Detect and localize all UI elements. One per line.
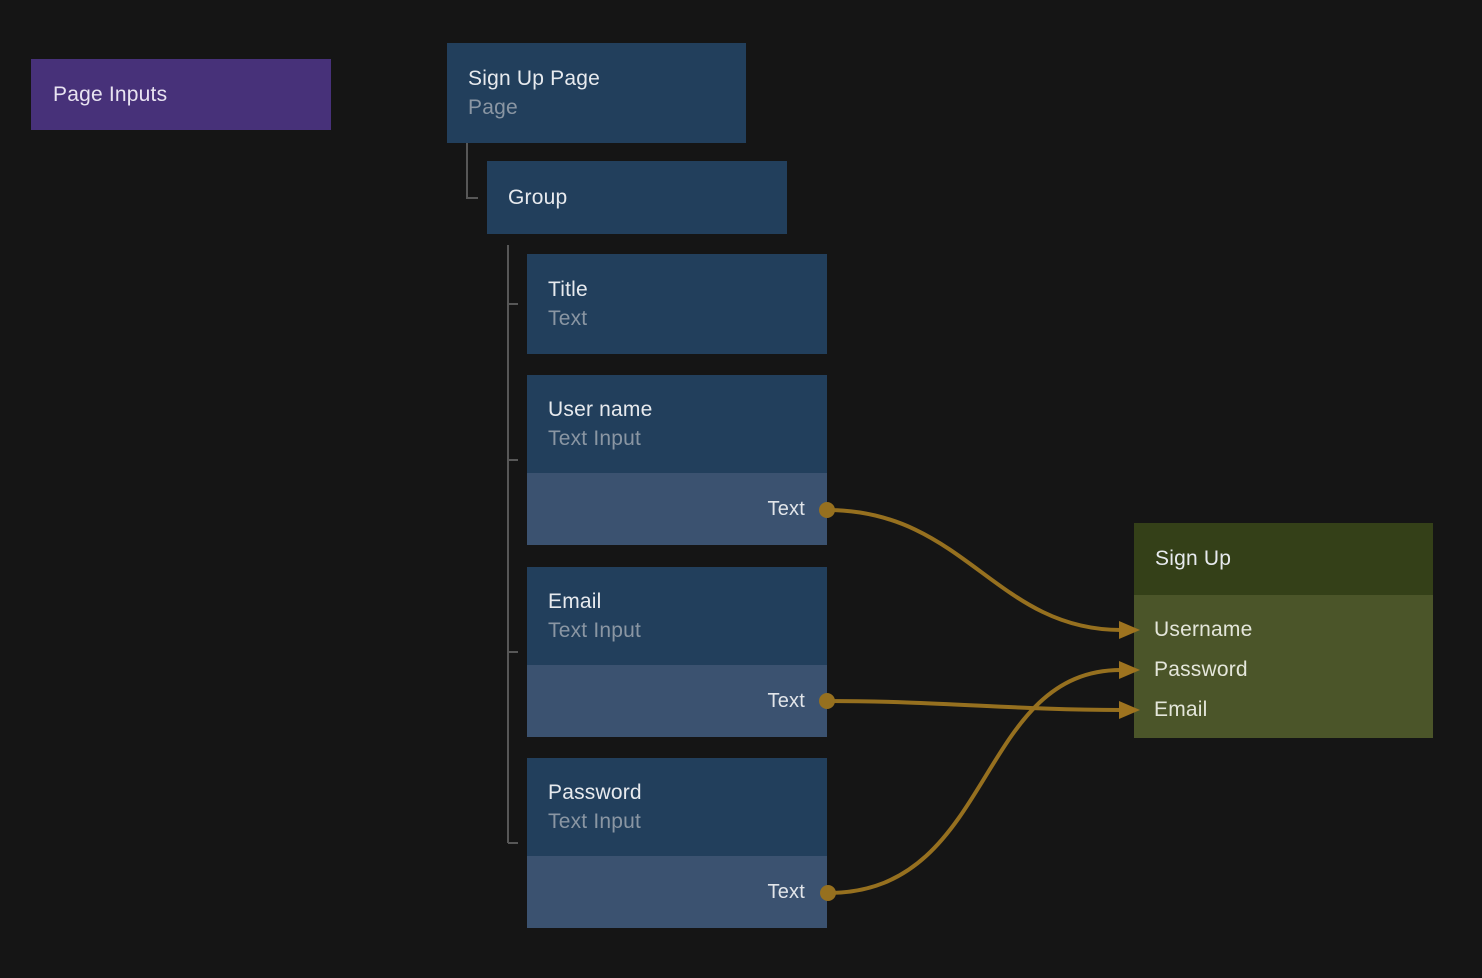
wire-email-text-to-signup-email[interactable]: [826, 699, 1122, 712]
node-title: User name: [548, 398, 653, 421]
node-group[interactable]: Group: [487, 161, 787, 234]
node-title: Group: [508, 185, 568, 209]
node-title: Title: [548, 278, 588, 301]
node-title: Sign Up Page: [468, 67, 600, 90]
node-subtitle: Text Input: [548, 619, 642, 642]
node-title: Password: [548, 781, 642, 804]
page-inputs-node[interactable]: Page Inputs: [31, 59, 331, 130]
output-port-label: Text: [767, 689, 805, 712]
output-port-label: Text: [767, 880, 805, 903]
input-port-email[interactable]: Email: [1154, 698, 1208, 721]
output-port-label: Text: [767, 497, 805, 520]
tree-connector-root-group: [466, 143, 478, 199]
node-password-input[interactable]: Password Text Input Text: [527, 758, 827, 928]
node-subtitle: Text Input: [548, 427, 642, 450]
node-subtitle: Page: [468, 96, 518, 119]
input-port-password[interactable]: Password: [1154, 658, 1248, 681]
node-sign-up-page[interactable]: Sign Up Page Page: [447, 43, 746, 143]
wire-password-text-to-signup-password[interactable]: [827, 668, 1122, 895]
wire-username-text-to-signup-username[interactable]: [826, 508, 1122, 632]
node-title-text[interactable]: Title Text: [527, 254, 827, 354]
node-subtitle: Text: [548, 307, 588, 330]
output-port-row[interactable]: Text: [527, 665, 827, 737]
node-user-name-input[interactable]: User name Text Input Text: [527, 375, 827, 545]
node-title: Email: [548, 590, 602, 613]
node-title: Sign Up: [1155, 547, 1232, 570]
node-email-input[interactable]: Email Text Input Text: [527, 567, 827, 737]
output-port-row[interactable]: Text: [527, 856, 827, 928]
node-subtitle: Text Input: [548, 810, 642, 833]
output-port-row[interactable]: Text: [527, 473, 827, 545]
input-port-username[interactable]: Username: [1154, 618, 1253, 641]
node-sign-up-action[interactable]: Sign Up Username Password Email: [1134, 523, 1433, 738]
page-inputs-label: Page Inputs: [53, 82, 168, 106]
